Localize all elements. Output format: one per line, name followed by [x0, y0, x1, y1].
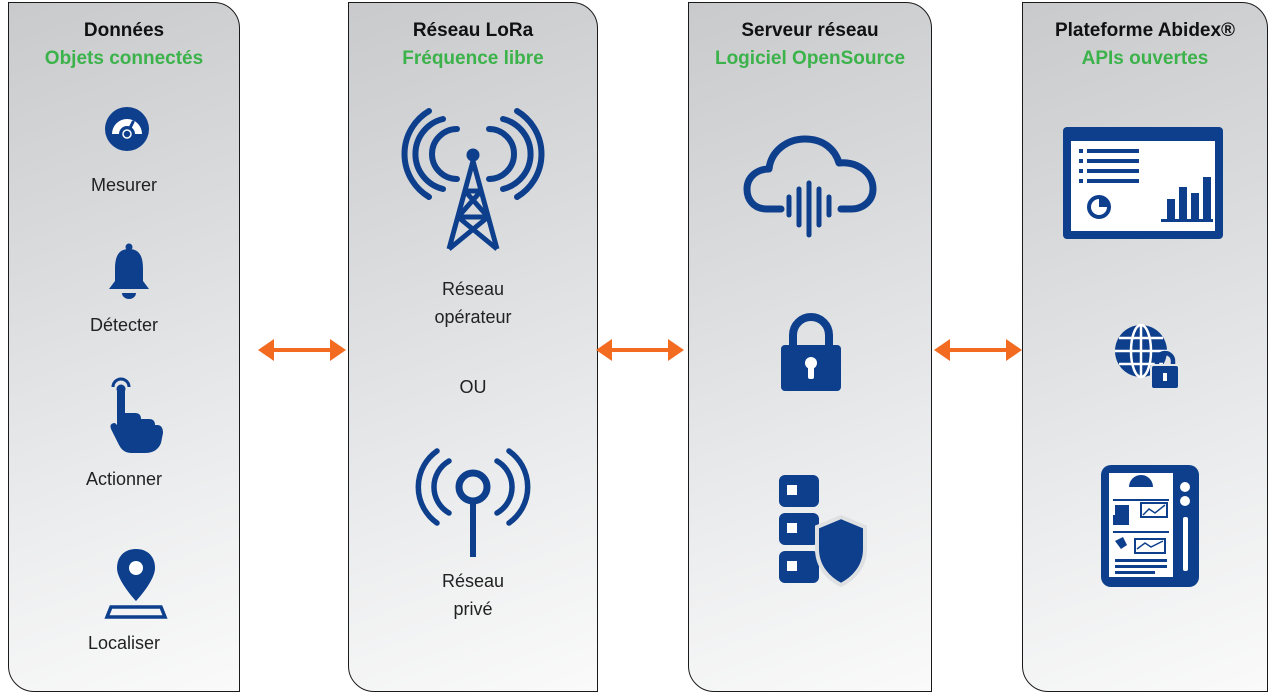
tablet-app-icon	[1101, 465, 1199, 587]
item-label: privé	[453, 599, 493, 619]
panel-title: Données	[83, 20, 165, 41]
server-shield-icon	[777, 471, 867, 591]
panel-reseau-lora: Réseau LoRa Fréquence libre Réseau opéra…	[348, 2, 598, 692]
gauge-icon	[105, 107, 149, 151]
panel-plateforme-abidex: Plateforme Abidex® APIs ouvertes	[1022, 2, 1268, 692]
panel-serveur-reseau: Serveur réseau Logiciel OpenSource	[688, 2, 932, 692]
panel-title: Réseau LoRa	[412, 20, 534, 41]
item-label: Réseau	[441, 279, 505, 299]
dashboard-icon	[1063, 127, 1223, 239]
globe-lock-icon	[1111, 321, 1183, 393]
panel-subtitle: APIs ouvertes	[1081, 48, 1209, 69]
double-arrow-icon	[256, 336, 348, 369]
item-label: Localiser	[87, 633, 161, 653]
panel-subtitle: Objets connectés	[44, 48, 204, 69]
panel-subtitle: Logiciel OpenSource	[714, 48, 906, 69]
item-label: Actionner	[85, 469, 163, 489]
map-pin-icon	[104, 549, 168, 619]
panel-donnees: Données Objets connectés Mesurer Détecte…	[8, 2, 240, 692]
private-antenna-icon	[415, 447, 531, 559]
bell-icon	[107, 243, 151, 301]
item-label: Réseau	[441, 571, 505, 591]
panel-title: Serveur réseau	[741, 20, 879, 41]
finger-tap-icon	[105, 377, 165, 455]
cloud-data-icon	[743, 125, 879, 239]
double-arrow-icon	[932, 336, 1024, 369]
padlock-icon	[779, 313, 843, 393]
panel-subtitle: Fréquence libre	[402, 48, 544, 69]
antenna-tower-icon	[401, 108, 545, 255]
double-arrow-icon	[594, 336, 686, 369]
or-separator: OU	[459, 377, 487, 397]
item-label: Mesurer	[90, 175, 157, 195]
panel-title: Plateforme Abidex®	[1054, 20, 1236, 41]
item-label: Détecter	[89, 315, 159, 335]
item-label: opérateur	[434, 307, 512, 327]
